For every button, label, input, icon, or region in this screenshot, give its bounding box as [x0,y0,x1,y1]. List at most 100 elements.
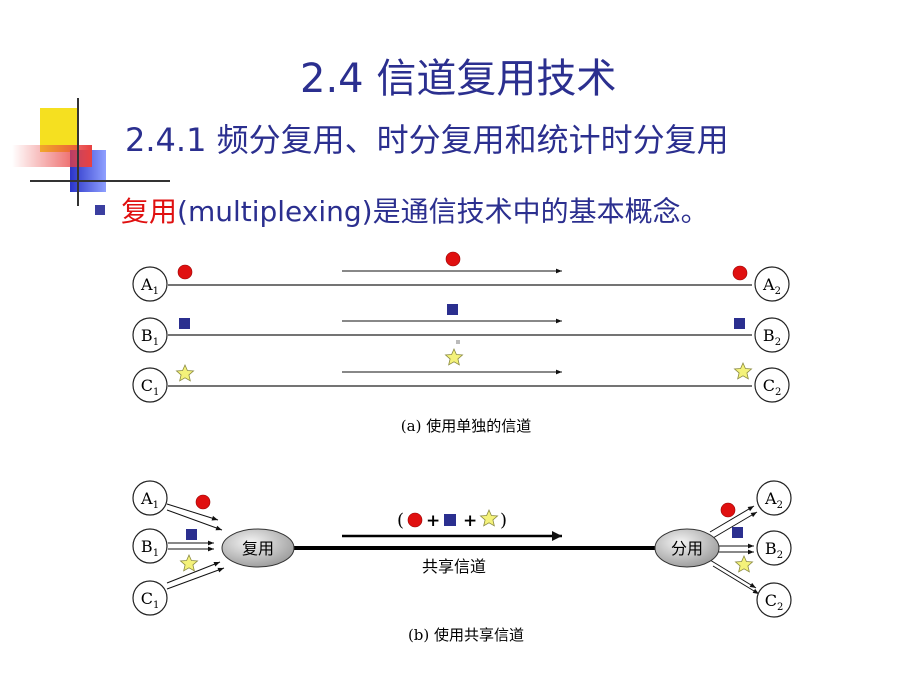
red-circle-icon [732,265,748,281]
svg-text:C2: C2 [765,591,784,613]
node-c2-b: C2 [756,582,792,618]
node-letter: A [140,275,153,294]
caption-a: (a) 使用单独的信道 [401,417,531,435]
node-b1: B1 [132,317,168,353]
node-subscript: 1 [153,500,159,511]
node-letter: A [140,489,153,508]
dot-mark [456,340,460,344]
node-subscript: 1 [153,286,159,297]
bullet-text: (multiplexing)是通信技术中的基本概念。 [177,195,709,228]
output-arrow-c [709,559,757,589]
svg-text:C2: C2 [763,376,782,398]
output-arrow-a2 [712,511,758,539]
yellow-star-icon [734,554,754,573]
node-c1-b: C1 [132,580,168,616]
combined-signal-formula: ( + + ) [397,508,507,531]
decor-horizontal-line [30,180,170,182]
yellow-star-icon [175,363,195,382]
node-b2-b: B2 [756,530,792,566]
node-subscript: 2 [777,602,783,613]
diagram-b: 复用 分用 A1 B1 C1 A2 B2 C2 [132,480,792,644]
bullet-highlight: 复用 [121,195,178,228]
blue-square-icon [734,318,745,329]
node-subscript: 2 [775,286,781,297]
node-letter: B [763,326,775,345]
svg-text:C1: C1 [141,589,160,611]
svg-text:A2: A2 [762,275,781,297]
demux-label: 分用 [671,539,703,558]
svg-text:A1: A1 [140,489,159,511]
multiplexer: 复用 [221,528,295,568]
bullet-square-icon [95,205,105,215]
red-circle-icon [177,264,193,280]
node-a2-b: A2 [756,480,792,516]
input-arrow-c [166,561,221,584]
node-b2: B2 [754,317,790,353]
output-arrow-a [709,505,755,533]
decor-vertical-line [77,98,79,206]
formula-close-paren: ) [500,510,507,531]
node-letter: C [763,376,775,395]
blue-square-icon [444,514,456,526]
diagram-a: A1 B1 C1 A2 B2 C2 [132,251,790,435]
caption-b: (b) 使用共享信道 [408,626,524,644]
blue-square-icon [447,304,458,315]
node-c2: C2 [754,367,790,403]
node-subscript: 2 [775,387,781,398]
node-subscript: 2 [777,550,783,561]
mux-label: 复用 [242,539,274,558]
node-b1-b: B1 [132,528,168,564]
node-letter: A [762,275,775,294]
node-a1-b: A1 [132,480,168,516]
decor-red-bar [12,145,92,167]
svg-text:A1: A1 [140,275,159,297]
formula-plus: + [426,511,440,531]
blue-square-icon [732,527,743,538]
node-c1: C1 [132,367,168,403]
blue-square-icon [179,318,190,329]
output-arrow-c2 [712,565,760,595]
svg-text:B1: B1 [141,326,159,348]
node-letter: C [765,591,777,610]
red-circle-icon [720,502,736,518]
blue-square-icon [186,529,197,540]
node-subscript: 2 [775,337,781,348]
input-arrow-a2 [166,509,223,531]
node-letter: B [765,539,777,558]
node-letter: B [141,326,153,345]
decor-yellow-block [40,108,78,152]
section-subtitle: 2.4.1 频分复用、时分复用和统计时分复用 [125,121,729,159]
node-subscript: 1 [153,600,159,611]
svg-text:B1: B1 [141,537,159,559]
page-title: 2.4 信道复用技术 [300,56,617,102]
bullet-point: 复用(multiplexing)是通信技术中的基本概念。 [95,190,709,230]
node-a2: A2 [754,266,790,302]
red-circle-icon [445,251,461,267]
node-letter: C [141,589,153,608]
node-letter: A [764,489,777,508]
input-arrow-a [166,503,219,521]
yellow-star-icon [733,361,753,380]
yellow-star-icon [479,508,499,527]
svg-text:B2: B2 [763,326,781,348]
node-a1: A1 [132,266,168,302]
node-subscript: 1 [153,548,159,559]
red-circle-icon [195,494,211,510]
yellow-star-icon [444,347,464,366]
shared-channel-label: 共享信道 [422,557,486,576]
yellow-star-icon [179,553,199,572]
svg-text:B2: B2 [765,539,783,561]
node-subscript: 1 [153,337,159,348]
svg-text:C1: C1 [141,376,160,398]
input-arrow-c2 [166,567,225,590]
demultiplexer: 分用 [654,528,720,568]
svg-text:A2: A2 [764,489,783,511]
formula-open-paren: ( [397,510,404,531]
node-subscript: 1 [153,387,159,398]
node-letter: C [141,376,153,395]
formula-plus: + [463,511,477,531]
node-subscript: 2 [777,500,783,511]
node-letter: B [141,537,153,556]
red-circle-icon [407,512,423,528]
